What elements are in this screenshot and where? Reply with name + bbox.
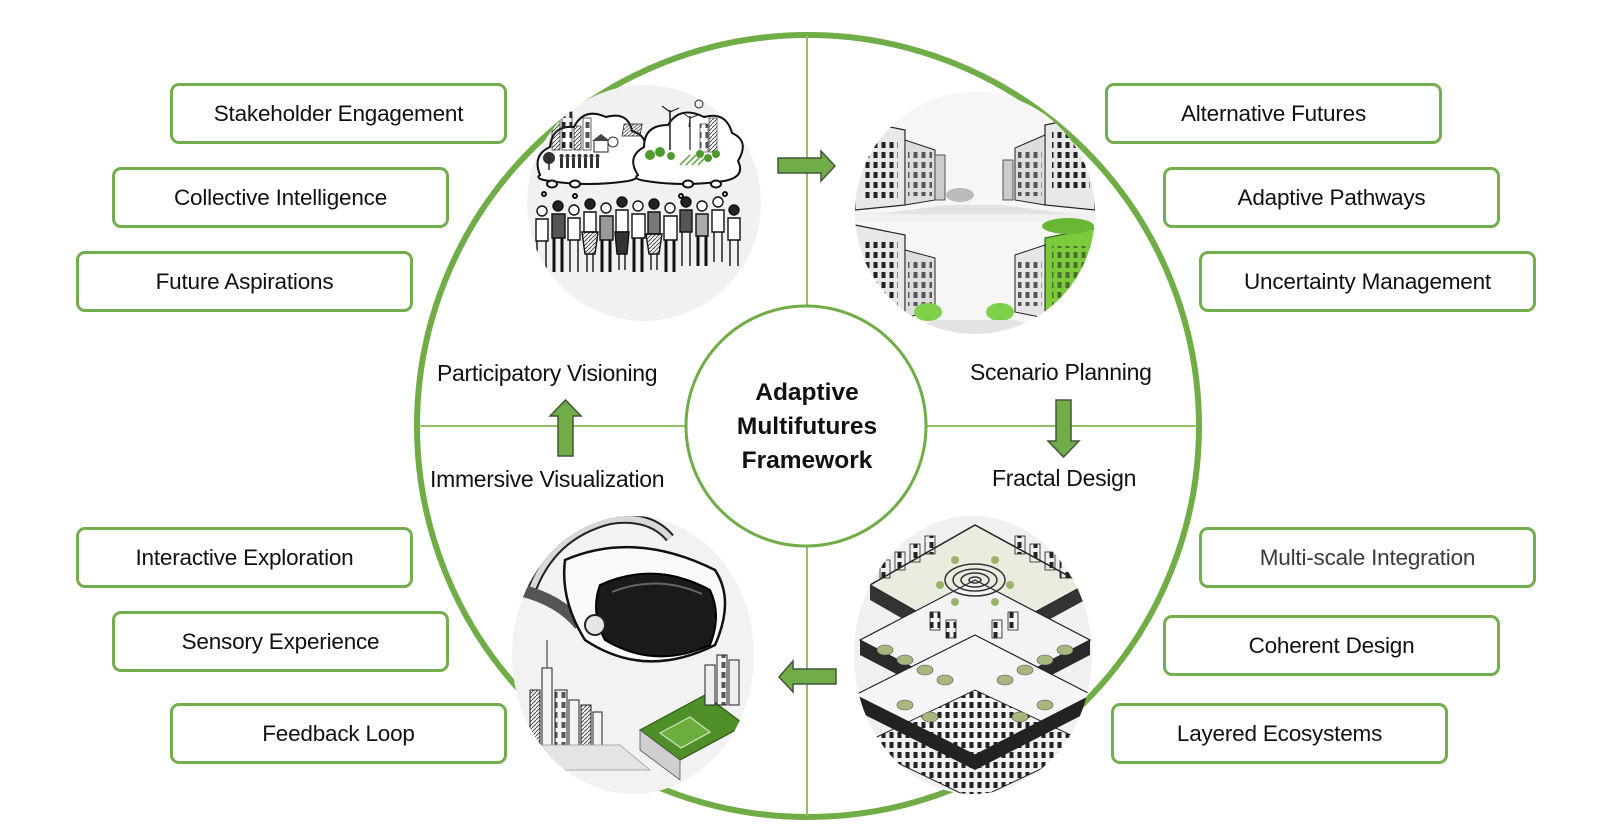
- framework-title-line-1: Adaptive: [755, 379, 859, 406]
- arrow-right-icon: [777, 149, 837, 183]
- phase-label-scenario-planning: Scenario Planning: [970, 359, 1152, 385]
- attribute-box-layered-ecosystems: Layered Ecosystems: [1111, 703, 1448, 764]
- outer-ring: [414, 32, 1202, 820]
- illustration-fractal-design: [854, 516, 1092, 794]
- illustration-participatory-visioning: [527, 85, 761, 321]
- phase-label-fractal-design: Fractal Design: [992, 465, 1137, 491]
- attribute-box-sensory-experience: Sensory Experience: [112, 611, 449, 672]
- attribute-box-interactive-exploration: Interactive Exploration: [76, 527, 413, 588]
- illustration-immersive-visualization: [512, 516, 754, 794]
- attribute-box-future-aspirations: Future Aspirations: [76, 251, 413, 312]
- framework-title: Adaptive Multifutures Framework: [690, 376, 924, 478]
- attribute-box-stakeholder-engagement: Stakeholder Engagement: [170, 83, 507, 144]
- phase-label-participatory-visioning: Participatory Visioning: [437, 360, 658, 386]
- attribute-box-feedback-loop: Feedback Loop: [170, 703, 507, 764]
- illustration-scenario-planning: [855, 92, 1095, 334]
- attribute-box-alternative-futures: Alternative Futures: [1105, 83, 1442, 144]
- attribute-box-multi-scale-integration: Multi-scale Integration: [1199, 527, 1536, 588]
- phase-label-immersive-visualization: Immersive Visualization: [430, 466, 665, 492]
- attribute-box-adaptive-pathways: Adaptive Pathways: [1163, 167, 1500, 228]
- attribute-box-coherent-design: Coherent Design: [1163, 615, 1500, 676]
- center-circle: [684, 304, 928, 548]
- arrow-left-icon: [777, 659, 837, 694]
- framework-title-line-2: Multifutures: [736, 413, 878, 440]
- attribute-box-collective-intelligence: Collective Intelligence: [112, 167, 449, 228]
- arrow-up-icon: [548, 398, 583, 457]
- framework-title-line-3: Framework: [741, 447, 873, 474]
- arrow-down-icon: [1046, 399, 1081, 459]
- attribute-box-uncertainty-management: Uncertainty Management: [1199, 251, 1536, 312]
